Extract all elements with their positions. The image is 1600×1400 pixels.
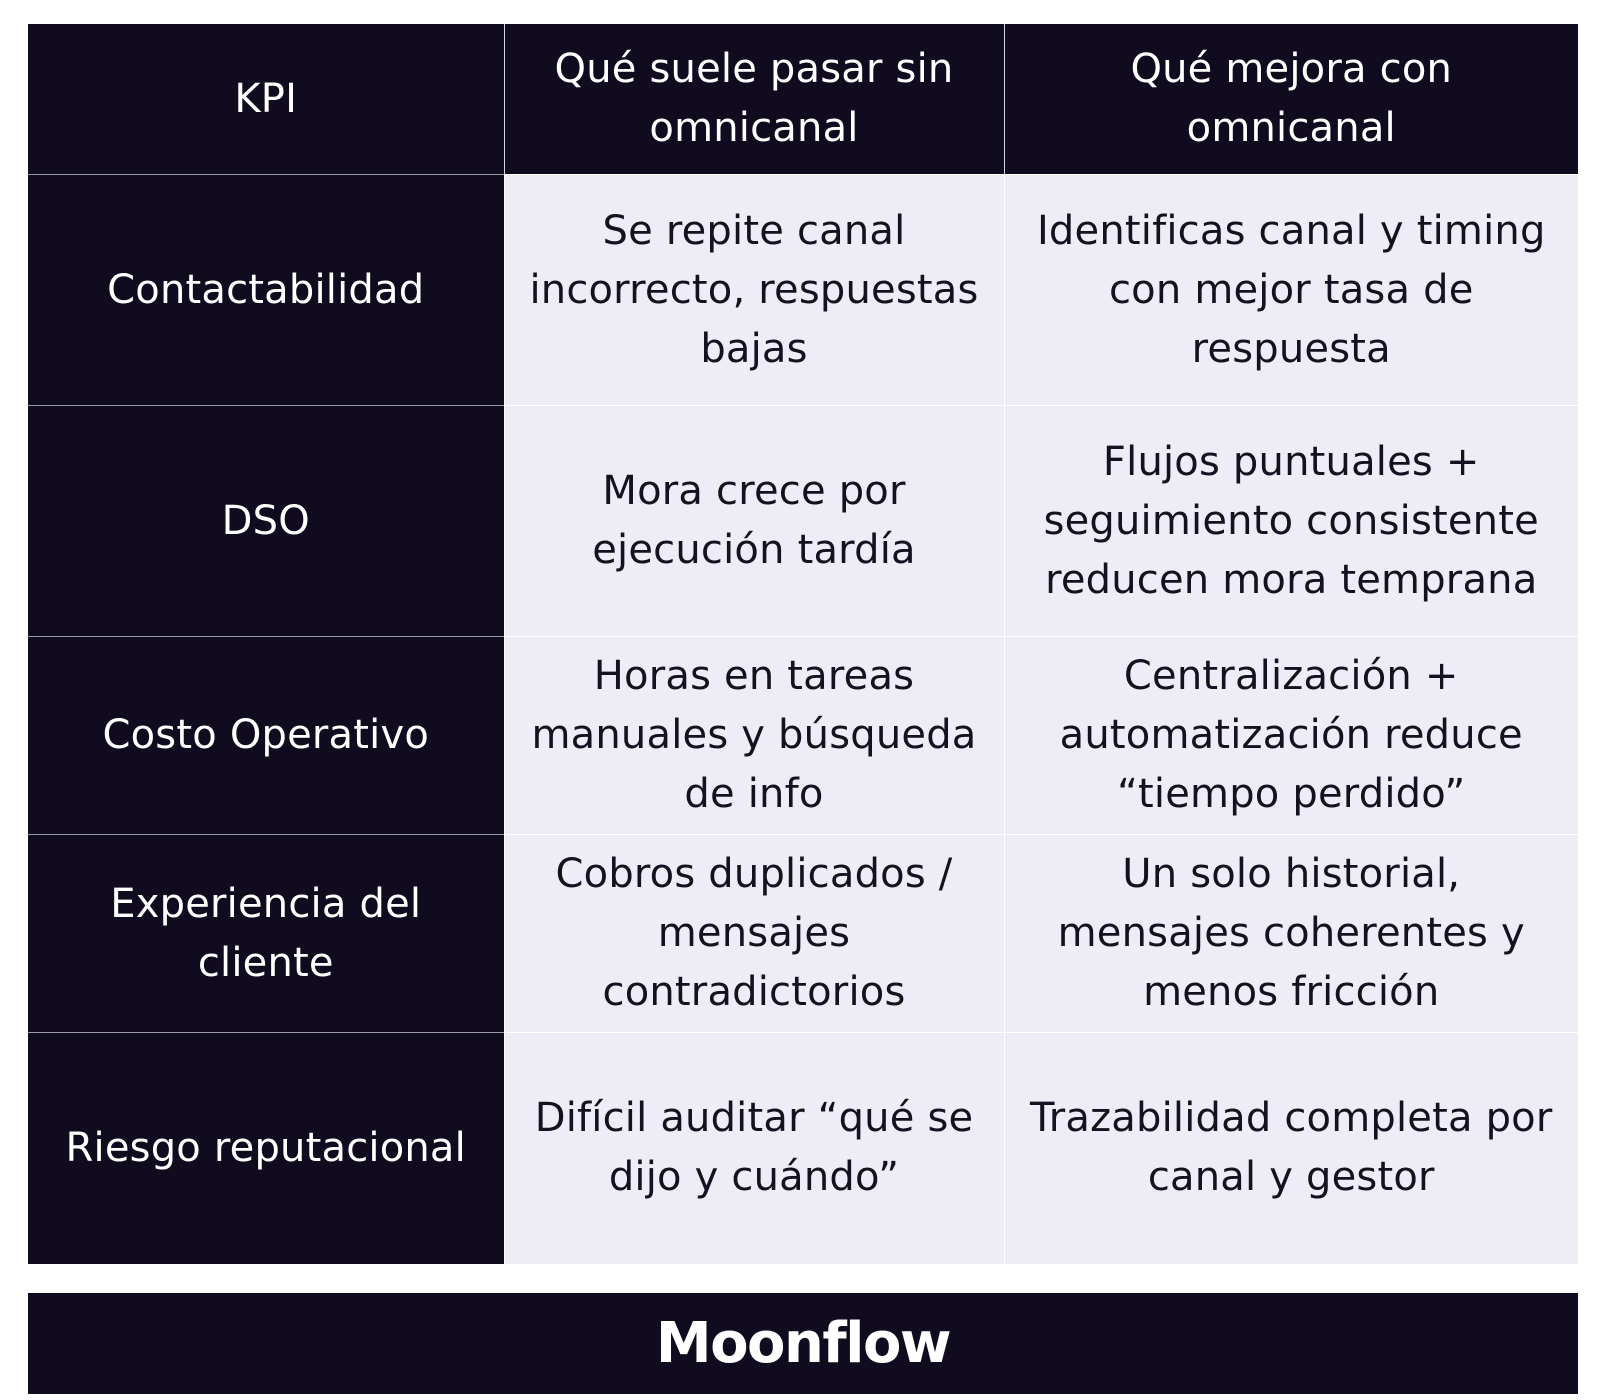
kpi-comparison-table: KPI Qué suele pasar sin omnicanal Qué me… bbox=[28, 24, 1578, 1264]
header-without-omnichannel: Qué suele pasar sin omnicanal bbox=[503, 24, 1004, 175]
header-kpi: KPI bbox=[28, 24, 504, 175]
kpi-cell: Riesgo reputacional bbox=[28, 1032, 504, 1264]
kpi-cell: DSO bbox=[28, 405, 504, 637]
without-cell: Cobros duplicados / mensajes contradicto… bbox=[503, 834, 1004, 1033]
kpi-cell: Experiencia del cliente bbox=[28, 834, 504, 1033]
moonflow-logo: Moonflow bbox=[655, 1311, 952, 1376]
without-cell: Horas en tareas manuales y búsqueda de i… bbox=[503, 636, 1004, 835]
table-row: Contactabilidad Se repite canal incorrec… bbox=[28, 174, 1578, 406]
table-row: Costo Operativo Horas en tareas manuales… bbox=[28, 636, 1578, 835]
with-cell: Trazabilidad completa por canal y gestor bbox=[1003, 1032, 1578, 1264]
table-row: DSO Mora crece por ejecución tardía Fluj… bbox=[28, 405, 1578, 637]
table-row: Experiencia del cliente Cobros duplicado… bbox=[28, 834, 1578, 1033]
without-cell: Difícil auditar “qué se dijo y cuándo” bbox=[503, 1032, 1004, 1264]
with-cell: Centralización + automatización reduce “… bbox=[1003, 636, 1578, 835]
without-cell: Mora crece por ejecución tardía bbox=[503, 405, 1004, 637]
kpi-cell: Contactabilidad bbox=[28, 174, 504, 406]
table-row: Riesgo reputacional Difícil auditar “qué… bbox=[28, 1032, 1578, 1264]
kpi-cell: Costo Operativo bbox=[28, 636, 504, 835]
table-header-row: KPI Qué suele pasar sin omnicanal Qué me… bbox=[28, 24, 1578, 175]
brand-footer: Moonflow bbox=[28, 1293, 1578, 1394]
with-cell: Identificas canal y timing con mejor tas… bbox=[1003, 174, 1578, 406]
with-cell: Un solo historial, mensajes coherentes y… bbox=[1003, 834, 1578, 1033]
with-cell: Flujos puntuales + seguimiento consisten… bbox=[1003, 405, 1578, 637]
without-cell: Se repite canal incorrecto, respuestas b… bbox=[503, 174, 1004, 406]
header-with-omnichannel: Qué mejora con omnicanal bbox=[1003, 24, 1578, 175]
